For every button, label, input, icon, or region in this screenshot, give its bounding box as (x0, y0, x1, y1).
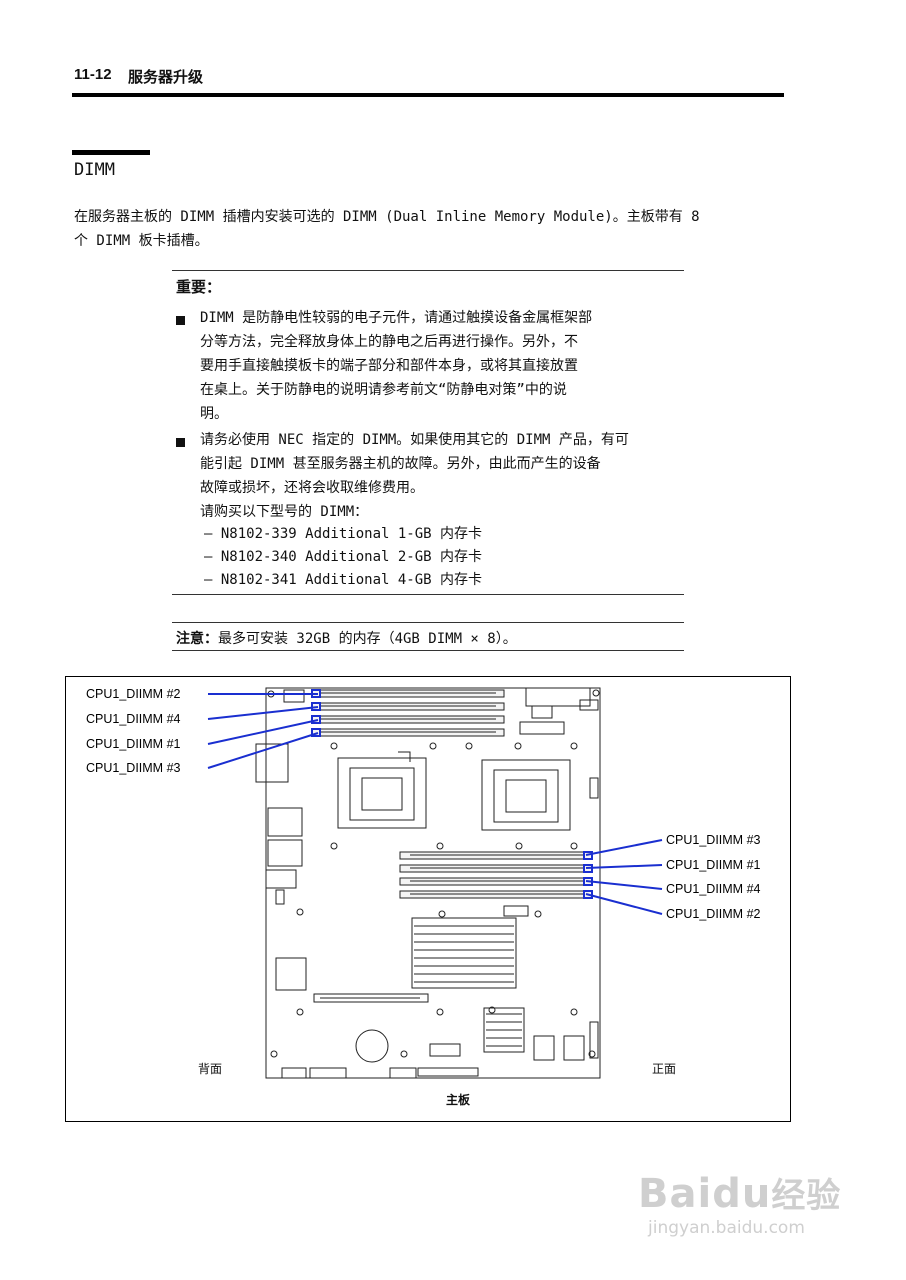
important-title: 重要： (176, 278, 222, 296)
dimm-label-left: CPU1_DIIMM #4 (86, 712, 181, 726)
watermark-logo: Baidu经验 (638, 1168, 841, 1217)
model-item: – N8102-339 Additional 1-GB 内存卡 (204, 526, 483, 542)
text-line: 请购买以下型号的 DIMM： (200, 504, 369, 520)
intro-line: 个 DIMM 板卡插槽。 (74, 233, 209, 249)
intro-paragraph: 在服务器主板的 DIMM 插槽内安装可选的 DIMM (Dual Inline … (74, 205, 794, 253)
watermark-url: jingyan.baidu.com (648, 1218, 805, 1238)
note-top-rule (172, 622, 684, 623)
leader-right-4 (585, 880, 663, 890)
leader-left-4 (207, 706, 319, 720)
section-title: DIMM (74, 160, 115, 180)
important-bottom-rule (172, 594, 684, 595)
text-line: DIMM 是防静电性较弱的电子元件，请通过触摸设备金属框架部 (200, 310, 593, 326)
leader-left-3 (207, 732, 319, 769)
model-item: – N8102-341 Additional 4-GB 内存卡 (204, 572, 483, 588)
text-line: 在桌上。关于防静电的说明请参考前文“防静电对策”中的说 (200, 382, 567, 398)
dimm-label-left: CPU1_DIIMM #1 (86, 737, 181, 751)
page-number: 11-12 (74, 66, 112, 83)
dimm-label-right: CPU1_DIIMM #1 (666, 858, 761, 872)
text-line: 故障或损坏，还将会收取维修费用。 (200, 480, 424, 496)
section-bar (72, 150, 150, 155)
chapter-title: 服务器升级 (128, 68, 204, 86)
text-line: 要用手直接触摸板卡的端子部分和部件本身，或将其直接放置 (200, 358, 578, 374)
dimm-label-left: CPU1_DIIMM #2 (86, 687, 181, 701)
intro-line: 在服务器主板的 DIMM 插槽内安装可选的 DIMM (Dual Inline … (74, 209, 700, 225)
important-bullet-2: 请务必使用 NEC 指定的 DIMM。如果使用其它的 DIMM 产品，有可 能引… (200, 428, 684, 524)
rear-label: 背面 (198, 1062, 223, 1076)
bullet-icon (176, 438, 185, 447)
dimm-label-left: CPU1_DIIMM #3 (86, 761, 181, 775)
watermark-cn: 经验 (771, 1176, 842, 1216)
figure-caption: 主板 (446, 1093, 471, 1107)
note: 注意：最多可安装 32GB 的内存（4GB DIMM × 8）。 (176, 628, 517, 648)
bullet-icon (176, 316, 185, 325)
leader-left-1 (207, 719, 319, 745)
text-line: 请务必使用 NEC 指定的 DIMM。如果使用其它的 DIMM 产品，有可 (200, 432, 629, 448)
text-line: 分等方法，完全释放身体上的静电之后再进行操作。另外，不 (200, 334, 578, 350)
leader-right-1 (585, 864, 663, 869)
important-top-rule (172, 270, 684, 271)
important-bullet-1: DIMM 是防静电性较弱的电子元件，请通过触摸设备金属框架部 分等方法，完全释放… (200, 306, 684, 426)
model-list: – N8102-339 Additional 1-GB 内存卡 – N8102-… (204, 523, 482, 592)
leader-right-3 (585, 839, 663, 856)
text-line: 明。 (200, 406, 228, 422)
leader-right-2 (585, 893, 663, 915)
figure-frame (65, 676, 791, 1122)
text-line: 能引起 DIMM 甚至服务器主机的故障。另外，由此而产生的设备 (200, 456, 601, 472)
watermark-brand: Baidu (638, 1171, 772, 1217)
model-item: – N8102-340 Additional 2-GB 内存卡 (204, 549, 483, 565)
dimm-label-right: CPU1_DIIMM #3 (666, 833, 761, 847)
note-label: 注意： (176, 631, 218, 647)
front-label: 正面 (652, 1062, 677, 1076)
dimm-label-right: CPU1_DIIMM #2 (666, 907, 761, 921)
note-text: 最多可安装 32GB 的内存（4GB DIMM × 8）。 (218, 631, 517, 647)
header-rule (72, 93, 784, 97)
note-bottom-rule (172, 650, 684, 651)
dimm-label-right: CPU1_DIIMM #4 (666, 882, 761, 896)
